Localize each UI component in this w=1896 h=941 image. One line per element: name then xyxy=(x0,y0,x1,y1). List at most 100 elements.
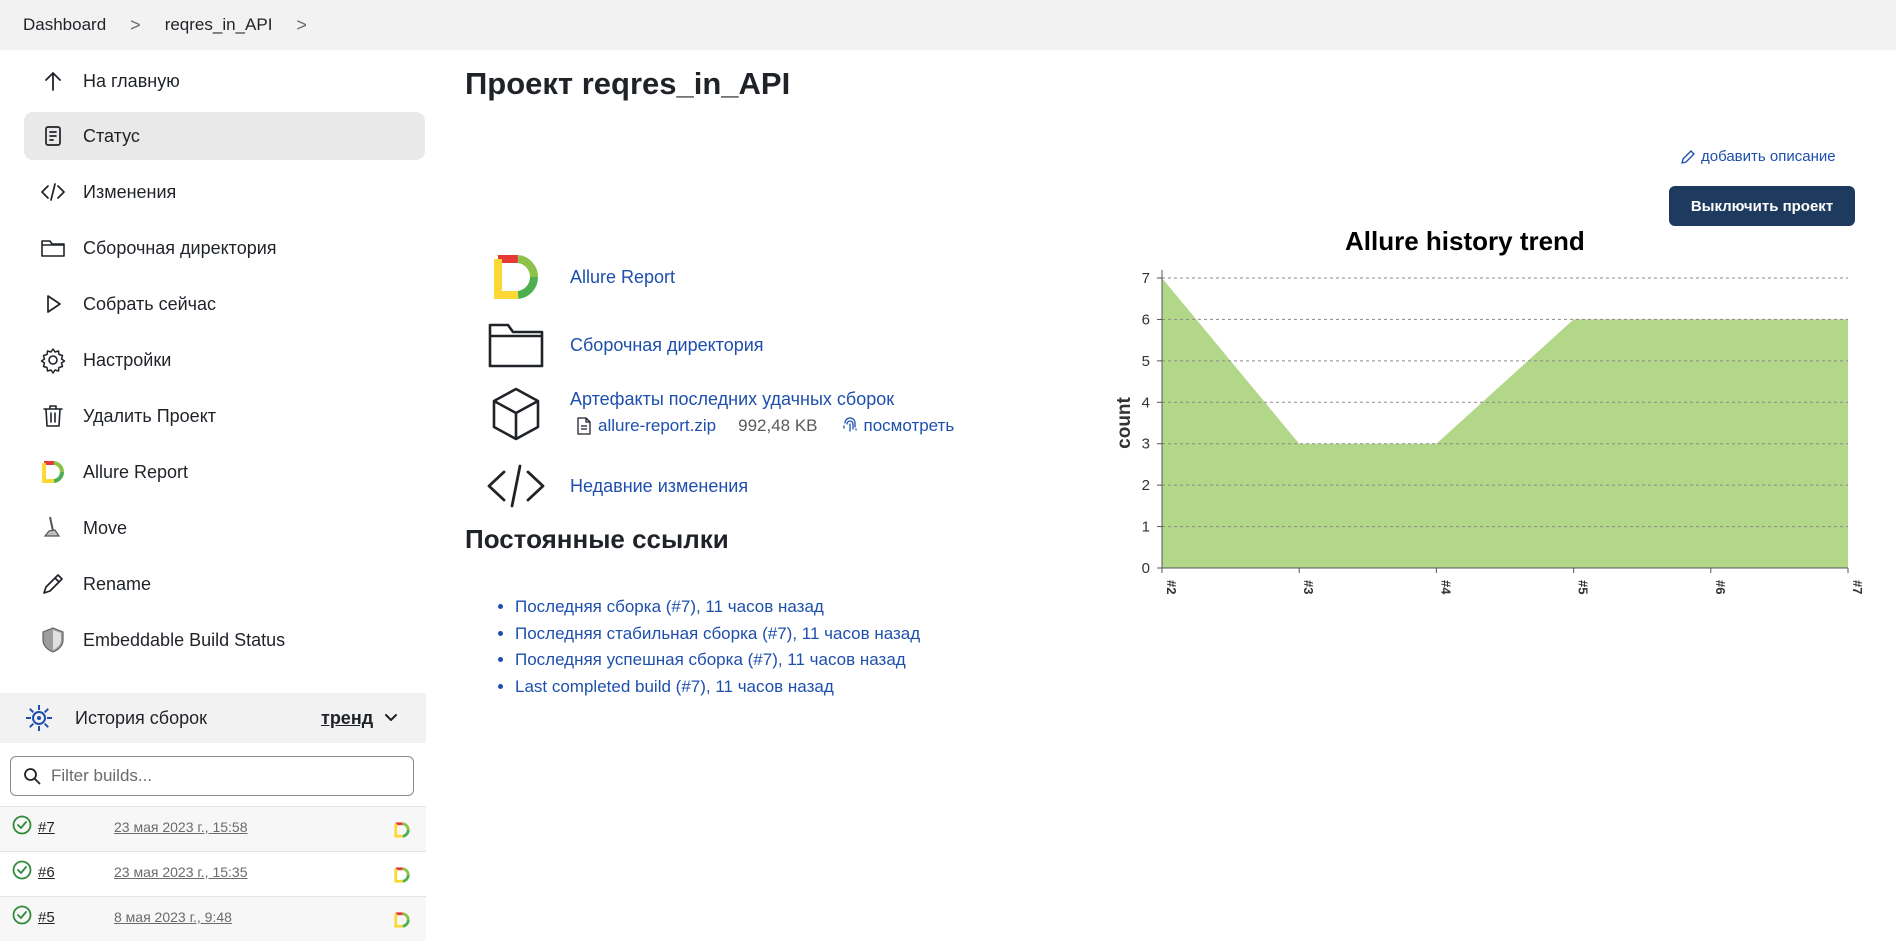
permalink-last-successful-build[interactable]: Последняя успешная сборка (#7), 11 часов… xyxy=(515,650,906,669)
permalinks-title: Постоянные ссылки xyxy=(465,524,729,554)
shield-icon xyxy=(38,625,68,655)
sidebar-item-changes[interactable]: Изменения xyxy=(24,168,425,216)
sidebar-item-label: Собрать сейчас xyxy=(83,293,217,314)
breadcrumb-separator: > xyxy=(130,14,141,35)
sidebar-item-workspace[interactable]: Сборочная директория xyxy=(24,224,425,272)
workspace-link-row xyxy=(486,317,546,373)
x-tick-label: #2 xyxy=(1164,580,1179,594)
build-number-link[interactable]: #6 xyxy=(38,864,55,881)
trash-icon xyxy=(38,401,68,431)
sidebar-item-allure[interactable]: Allure Report xyxy=(24,448,425,496)
y-axis-label: count xyxy=(1114,396,1135,448)
build-row[interactable]: #7 23 мая 2023 г., 15:58 xyxy=(0,806,426,851)
folder-icon xyxy=(38,233,68,263)
y-tick-label: 3 xyxy=(1142,436,1150,453)
add-description-link[interactable]: добавить описание xyxy=(1680,148,1836,165)
sidebar-item-rename[interactable]: Rename xyxy=(24,560,425,608)
artifact-size: 992,48 KB xyxy=(738,416,818,435)
artifacts-link[interactable]: Артефакты последних удачных сборок xyxy=(570,389,895,409)
list-item: Last completed build (#7), 11 часов наза… xyxy=(515,674,920,701)
success-check-icon xyxy=(12,905,32,930)
sidebar-item-label: Настройки xyxy=(83,349,172,370)
breadcrumb-dashboard[interactable]: Dashboard xyxy=(23,15,107,34)
y-tick-label: 2 xyxy=(1142,477,1150,494)
y-tick-label: 0 xyxy=(1142,560,1150,577)
code-icon xyxy=(38,177,68,207)
list-item: Последняя стабильная сборка (#7), 11 час… xyxy=(515,621,920,648)
sidebar-item-home[interactable]: На главную xyxy=(24,57,425,105)
play-icon xyxy=(38,289,68,319)
build-number-link[interactable]: #7 xyxy=(38,819,55,836)
recent-changes-link[interactable]: Недавние изменения xyxy=(570,476,749,496)
y-tick-label: 4 xyxy=(1142,394,1150,411)
sidebar-item-label: Move xyxy=(83,517,128,538)
y-tick-label: 7 xyxy=(1142,270,1150,287)
sidebar-item-settings[interactable]: Настройки xyxy=(24,336,425,384)
build-row[interactable]: #5 8 мая 2023 г., 9:48 xyxy=(0,896,426,941)
sidebar-item-delete[interactable]: Удалить Проект xyxy=(24,392,425,440)
sidebar-item-label: Изменения xyxy=(83,181,177,202)
disable-project-button[interactable]: Выключить проект xyxy=(1669,186,1855,226)
file-icon xyxy=(577,417,591,435)
x-tick-label: #4 xyxy=(1438,580,1453,595)
trend-link[interactable]: тренд xyxy=(321,707,374,728)
y-tick-label: 1 xyxy=(1142,519,1150,536)
build-number-link[interactable]: #5 xyxy=(38,909,55,926)
sidebar-item-label: Сборочная директория xyxy=(83,237,277,258)
artifact-view-link[interactable]: посмотреть xyxy=(842,416,955,436)
workspace-link[interactable]: Сборочная директория xyxy=(570,335,764,355)
code-icon xyxy=(486,458,546,514)
pencil-icon xyxy=(1681,149,1695,164)
build-date-link[interactable]: 23 мая 2023 г., 15:58 xyxy=(114,819,248,835)
list-item: Последняя сборка (#7), 11 часов назад xyxy=(515,594,920,621)
build-date-link[interactable]: 23 мая 2023 г., 15:35 xyxy=(114,864,248,880)
sidebar-item-label: Удалить Проект xyxy=(83,405,217,426)
allure-logo-icon xyxy=(38,457,68,487)
sidebar-item-label: На главную xyxy=(83,70,180,91)
build-history-icon xyxy=(24,703,54,738)
allure-report-link[interactable]: Allure Report xyxy=(570,267,676,287)
permalink-last-build[interactable]: Последняя сборка (#7), 11 часов назад xyxy=(515,597,824,616)
breadcrumb: Dashboard > reqres_in_API > xyxy=(0,0,1896,50)
x-tick-label: #5 xyxy=(1576,580,1591,594)
success-check-icon xyxy=(12,860,32,885)
allure-logo-icon[interactable] xyxy=(393,911,411,934)
permalink-last-stable-build[interactable]: Последняя стабильная сборка (#7), 11 час… xyxy=(515,623,921,643)
x-tick-label: #7 xyxy=(1850,580,1865,594)
allure-logo-icon[interactable] xyxy=(393,821,411,844)
sidebar-item-move[interactable]: Move xyxy=(24,504,425,552)
move-icon xyxy=(38,513,68,543)
sidebar-item-embeddable-status[interactable]: Embeddable Build Status xyxy=(24,616,425,664)
chevron-down-icon[interactable] xyxy=(383,710,399,731)
gear-icon xyxy=(38,345,68,375)
chart-title: Allure history trend xyxy=(1345,226,1585,256)
chart-area-series xyxy=(1162,278,1848,568)
artifact-view-label: посмотреть xyxy=(863,416,955,435)
breadcrumb-project[interactable]: reqres_in_API xyxy=(164,15,273,34)
list-item: Последняя успешная сборка (#7), 11 часов… xyxy=(515,647,920,674)
y-tick-label: 6 xyxy=(1142,311,1150,328)
artifact-file-link[interactable]: allure-report.zip xyxy=(598,416,717,435)
arrow-up-icon xyxy=(38,66,68,96)
x-tick-label: #3 xyxy=(1301,580,1316,594)
permalinks-list: Последняя сборка (#7), 11 часов назад По… xyxy=(493,594,920,700)
search-icon xyxy=(23,767,41,785)
artifact-entry: allure-report.zip 992,48 KB посмотреть xyxy=(576,416,954,436)
breadcrumb-separator[interactable]: > xyxy=(296,14,307,35)
allure-logo-icon[interactable] xyxy=(393,866,411,889)
add-description-label: добавить описание xyxy=(1701,148,1836,165)
sidebar-item-build-now[interactable]: Собрать сейчас xyxy=(24,280,425,328)
folder-icon xyxy=(486,317,546,373)
y-tick-label: 5 xyxy=(1142,353,1150,370)
filter-builds-input[interactable] xyxy=(49,765,393,787)
allure-logo-icon xyxy=(486,249,546,305)
sidebar-item-status[interactable]: Статус xyxy=(24,112,425,160)
package-icon xyxy=(486,386,546,442)
fingerprint-icon xyxy=(842,417,857,432)
build-row[interactable]: #6 23 мая 2023 г., 15:35 xyxy=(0,851,426,896)
permalink-last-completed-build[interactable]: Last completed build (#7), 11 часов наза… xyxy=(515,676,834,696)
filter-builds-field xyxy=(10,756,414,796)
sidebar-item-label: Статус xyxy=(83,125,140,146)
build-date-link[interactable]: 8 мая 2023 г., 9:48 xyxy=(114,909,232,925)
